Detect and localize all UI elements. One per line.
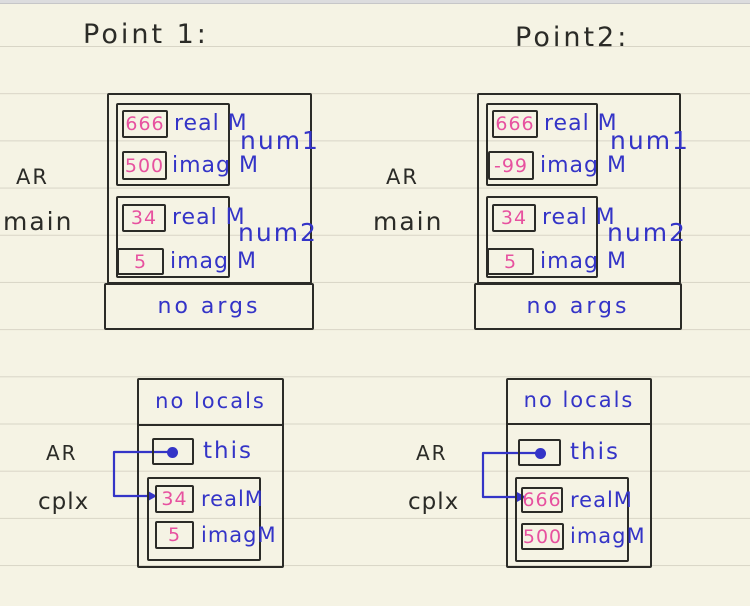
main2-num1-real-value-box: 666 bbox=[492, 110, 538, 138]
main1-args-box: no args bbox=[104, 283, 314, 330]
cplx1-this-label: this bbox=[203, 438, 253, 464]
cplx2-locals-label: no locals bbox=[523, 388, 635, 412]
top-edge-bar bbox=[0, 0, 750, 4]
cplx1-locals-label: no locals bbox=[155, 388, 266, 413]
main1-num2-group-box bbox=[116, 196, 230, 278]
main1-num2-label: num2 bbox=[238, 218, 318, 247]
main1-num2-real-label: real M bbox=[172, 205, 246, 230]
cplx2-ar-label: AR bbox=[416, 441, 448, 465]
main1-num1-group-box bbox=[116, 103, 230, 186]
cplx2-this-box bbox=[518, 439, 561, 466]
cplx1-imag-label: imagM bbox=[201, 522, 277, 547]
cplx2-pointer-dot bbox=[535, 448, 546, 459]
cplx1-fn-label: cplx bbox=[38, 489, 90, 515]
main2-num2-real-value-box: 34 bbox=[492, 204, 536, 232]
cplx1-imag-value-box: 5 bbox=[155, 521, 194, 549]
cplx1-real-value-box: 34 bbox=[155, 485, 194, 513]
main1-ar-label: AR bbox=[16, 165, 49, 189]
main2-num1-label: num1 bbox=[610, 126, 690, 155]
cplx2-fn-label: cplx bbox=[408, 489, 460, 515]
main1-num1-real-value-box: 666 bbox=[122, 110, 168, 138]
main1-num2-imag-label: imag M bbox=[170, 248, 257, 274]
main1-num1-real-label: real M bbox=[174, 111, 248, 136]
main2-num1-group-box bbox=[486, 103, 598, 186]
main1-num2-real-value-box: 34 bbox=[122, 204, 166, 232]
cplx1-object-box bbox=[147, 477, 261, 561]
cplx1-this-box bbox=[152, 438, 194, 465]
page-title-point2: Point2: bbox=[515, 22, 630, 53]
cplx1-real-label: realM bbox=[201, 486, 264, 511]
main1-fn-label: main bbox=[3, 207, 74, 236]
cplx1-pointer-dot bbox=[167, 447, 178, 458]
main2-num1-real-label: real M bbox=[544, 111, 618, 136]
main1-num1-imag-value-box: 500 bbox=[122, 151, 167, 180]
cplx2-real-label: realM bbox=[570, 487, 633, 512]
cplx1-this-pointer-arrow bbox=[112, 450, 170, 502]
main2-ar-label: AR bbox=[386, 165, 419, 189]
main2-num1-imag-label: imag M bbox=[540, 152, 627, 178]
cplx1-ar-label: AR bbox=[46, 441, 78, 465]
cplx2-imag-label: imagM bbox=[570, 524, 646, 548]
cplx2-frame-box bbox=[506, 378, 652, 568]
main1-num1-imag-label: imag M bbox=[172, 152, 259, 178]
cplx2-object-box bbox=[515, 477, 629, 562]
cplx2-this-label: this bbox=[570, 439, 620, 465]
cplx1-locals-divider bbox=[137, 424, 284, 426]
page-title-point1: Point 1: bbox=[83, 19, 209, 50]
main2-num1-imag-value-box: -99 bbox=[488, 151, 534, 180]
main1-num1-label: num1 bbox=[240, 126, 320, 155]
main2-fn-label: main bbox=[373, 207, 444, 236]
main2-num2-imag-label: imag M bbox=[540, 248, 627, 274]
main1-num2-imag-value-box: 5 bbox=[117, 248, 164, 275]
main2-num2-label: num2 bbox=[607, 218, 687, 247]
main2-num2-group-box bbox=[486, 196, 598, 278]
cplx2-real-value-box: 666 bbox=[521, 487, 563, 513]
cplx1-frame-box bbox=[137, 378, 284, 568]
main2-num2-imag-value-box: 5 bbox=[487, 248, 534, 275]
main2-args-box: no args bbox=[474, 283, 682, 330]
cplx2-locals-divider bbox=[506, 423, 652, 425]
cplx2-imag-value-box: 500 bbox=[521, 523, 564, 550]
main2-num2-real-label: real M bbox=[542, 205, 616, 230]
